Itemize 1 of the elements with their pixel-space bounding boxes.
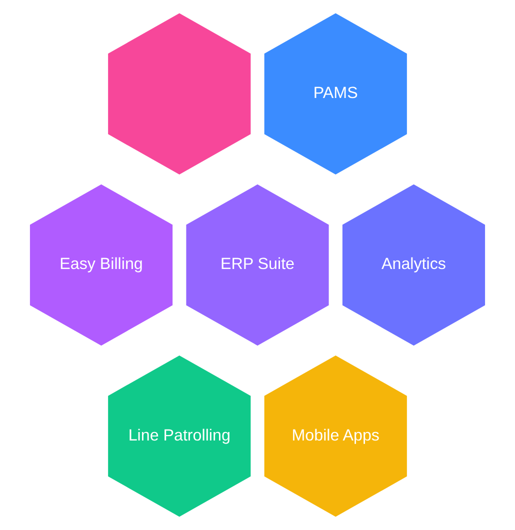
node-hexagon [108,13,251,174]
